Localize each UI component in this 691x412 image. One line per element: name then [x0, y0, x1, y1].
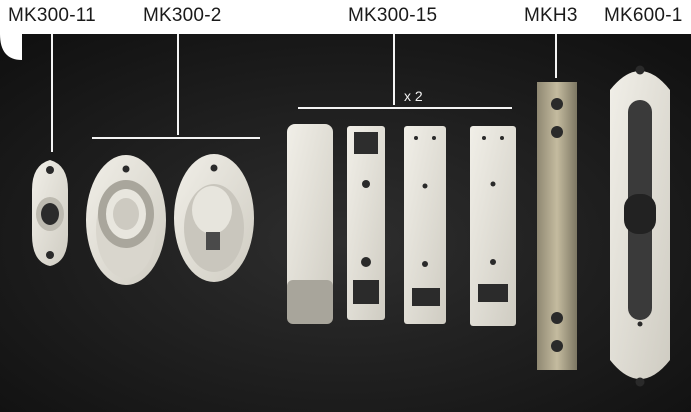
label-mk600-1: MK600-1 — [604, 5, 683, 26]
label-mkh3: MKH3 — [524, 5, 578, 26]
mk300-2-ring-part — [86, 155, 166, 285]
mk300-15-housing-part — [347, 126, 385, 320]
leader-lines — [51, 34, 557, 152]
mk300-11-part — [32, 160, 68, 266]
mk300-2-cap-part — [174, 154, 254, 282]
label-mk300-15: MK300-15 — [348, 5, 438, 26]
label-mk300-2: MK300-2 — [143, 5, 222, 26]
mk300-15-plate-b-part — [470, 126, 516, 326]
mk600-1-part — [610, 65, 670, 387]
mk300-15-plate-a-part — [404, 126, 446, 324]
label-mk300-11: MK300-11 — [8, 5, 96, 26]
quantity-label: x 2 — [404, 88, 423, 104]
mk300-15-cover-part — [287, 124, 333, 324]
mkh3-metal-bar — [537, 82, 577, 370]
